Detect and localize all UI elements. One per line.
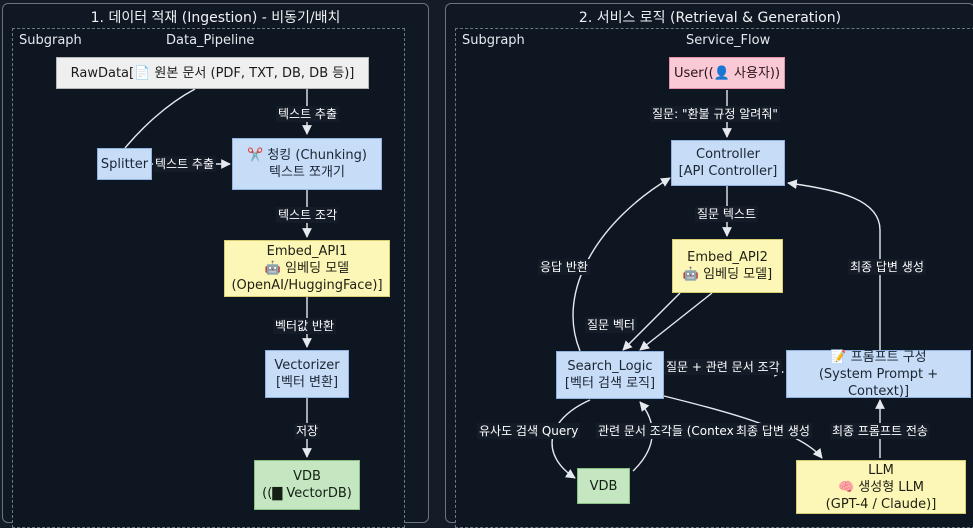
subgraph-name: Data_Pipeline <box>166 33 255 48</box>
edge-search-to-controller <box>572 177 671 352</box>
edge-embed-to-search-2 <box>639 292 713 351</box>
edge-raw-to-splitter <box>124 88 196 149</box>
user-label: User((👤 사용자)) <box>673 65 781 81</box>
edge-label-splitter-to-chunk: 텍스트 추출 <box>153 156 217 172</box>
embed-api1-node[interactable]: Embed_API1 🤖 임베딩 모델 (OpenAI/HuggingFace)… <box>224 240 390 297</box>
embed-api2-node[interactable]: Embed_API2 🤖 임베딩 모델] <box>672 239 783 293</box>
edge-label-search-to-vdb: 유사도 검색 Query <box>477 423 581 439</box>
rawdata-label: RawData[📄 원본 문서 (PDF, TXT, DB, DB 등)] <box>70 65 355 81</box>
edge-label-llm-answer: 최종 답변 생성 <box>734 423 812 439</box>
edge-label-embed-to-search: 질문 벡터 <box>585 317 637 333</box>
prompt-node[interactable]: 📝 프롬프트 구성 (System Prompt + Context)] <box>786 349 971 399</box>
edge-label-vdb-to-search: 관련 문서 조각들 (Context) <box>596 423 746 439</box>
edge-label-prompt-to-controller: 최종 답변 생성 <box>848 259 926 275</box>
user-node[interactable]: User((👤 사용자)) <box>669 57 785 89</box>
edge-label-llm-prompt: 최종 프롬프트 전송 <box>830 423 930 439</box>
llm-label-2: 🧠 생성형 LLM <box>837 479 925 495</box>
edge-search-to-vdb <box>551 399 591 479</box>
ingestion-panel-title: 1. 데이터 적재 (Ingestion) - 비동기/배치 <box>90 10 341 26</box>
embed-api1-label-3: (OpenAI/HuggingFace)] <box>231 278 383 293</box>
vectorizer-node[interactable]: Vectorizer [벡터 변환] <box>265 350 349 398</box>
chunking-label-2: 텍스트 쪼개기 <box>269 165 345 180</box>
vectorizer-label-1: Vectorizer <box>274 358 340 373</box>
rawdata-node[interactable]: RawData[📄 원본 문서 (PDF, TXT, DB, DB 등)] <box>56 57 369 89</box>
search-logic-node[interactable]: Search_Logic [벡터 검색 로직] <box>556 351 664 399</box>
chunking-node[interactable]: ✂️ 청킹 (Chunking) 텍스트 쪼개기 <box>232 138 382 190</box>
subgraph-name: Service_Flow <box>686 33 771 48</box>
edge-embed-to-search <box>622 292 681 351</box>
service-panel-title: 2. 서비스 로직 (Retrieval & Generation) <box>578 10 842 26</box>
subgraph-label: Subgraph <box>462 33 525 48</box>
vdb-node-ingestion[interactable]: VDB ((▇ VectorDB) <box>254 460 360 510</box>
llm-label-1: LLM <box>868 462 894 478</box>
prompt-label-2: (System Prompt + Context)] <box>818 366 939 399</box>
edge-label-user-to-controller: 질문: "환불 규정 알려줘" <box>650 106 780 122</box>
vdb-label-2: ((▇ VectorDB) <box>262 486 352 501</box>
subgraph-label: Subgraph <box>19 33 82 48</box>
vdb-label-1: VDB <box>293 469 321 484</box>
llm-label-3: (GPT-4 / Claude)] <box>825 496 937 512</box>
controller-label-1: Controller <box>696 147 760 162</box>
llm-node[interactable]: LLM 🧠 생성형 LLM (GPT-4 / Claude)] <box>796 460 966 514</box>
search-logic-label-1: Search_Logic <box>567 359 653 374</box>
edge-label-search-to-prompt: 질문 + 관련 문서 조각 <box>664 359 782 375</box>
vectorizer-label-2: [벡터 변환] <box>275 375 339 390</box>
controller-node[interactable]: Controller [API Controller] <box>671 140 785 186</box>
chunking-label-1: ✂️ 청킹 (Chunking) <box>247 148 367 163</box>
search-logic-label-2: [벡터 검색 로직] <box>564 376 656 391</box>
edge-label-raw-to-chunk: 텍스트 추출 <box>276 106 340 122</box>
embed-api2-label-2: 🤖 임베딩 모델] <box>682 267 773 282</box>
edge-label-chunk-to-embed: 텍스트 조각 <box>276 207 340 223</box>
edge-prompt-to-controller <box>787 179 881 350</box>
edge-label-search-to-controller: 응답 반환 <box>538 259 590 275</box>
edge-search-to-llm <box>659 394 823 459</box>
splitter-label: Splitter <box>100 156 149 172</box>
edge-label-embed-to-vectorizer: 벡터값 반환 <box>273 318 337 334</box>
vdb-node-service[interactable]: VDB <box>577 468 630 504</box>
embed-api2-label-1: Embed_API2 <box>687 250 768 265</box>
vdb-service-label: VDB <box>589 478 618 494</box>
edge-label-vectorizer-to-vdb: 저장 <box>294 423 321 439</box>
embed-api1-label-1: Embed_API1 <box>266 244 348 259</box>
edge-label-controller-to-embed: 질문 텍스트 <box>695 206 759 222</box>
splitter-node[interactable]: Splitter <box>97 148 152 180</box>
embed-api1-label-2: 🤖 임베딩 모델 <box>264 261 350 276</box>
controller-label-2: [API Controller] <box>678 164 778 179</box>
prompt-label-1: 📝 프롬프트 구성 <box>830 349 927 365</box>
